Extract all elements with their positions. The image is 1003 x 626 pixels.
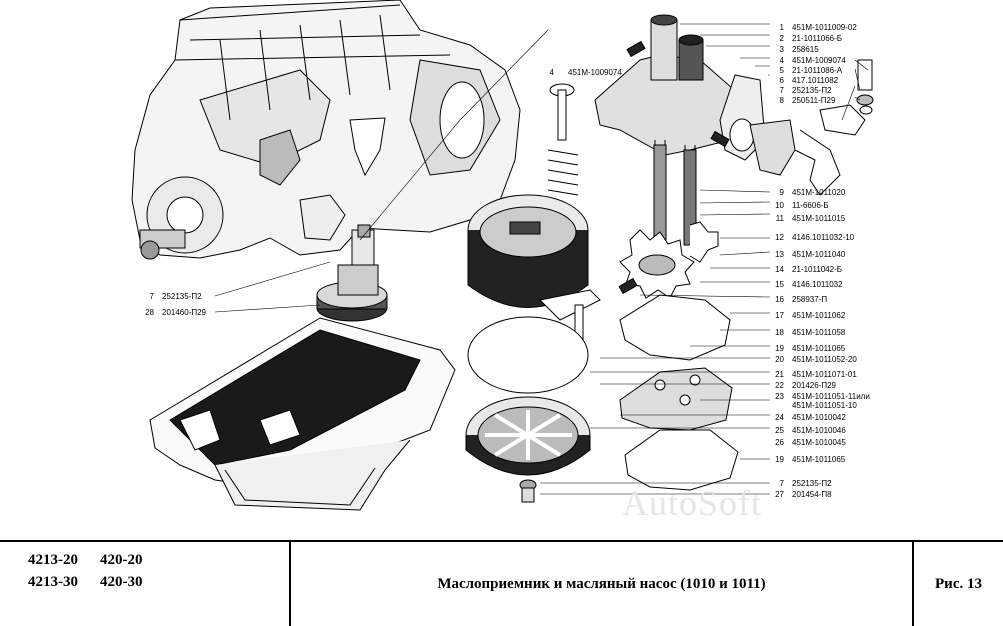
part-number: 13 — [775, 250, 784, 259]
spring-drawing — [547, 83, 579, 196]
part-code: 451М-1011065 — [792, 455, 846, 464]
drawing-title: Маслоприемник и масляный насос (1010 и 1… — [437, 575, 766, 592]
part-number: 15 — [775, 280, 784, 289]
part-code: 21-1011086-А — [792, 66, 843, 75]
part-code: 451М-1010042 — [792, 413, 846, 422]
part-code: 451М-1011051-11или — [792, 392, 870, 401]
figure-number: Рис. 13 — [935, 575, 982, 592]
part-number: 3 — [779, 45, 784, 54]
strainer-cover-drawing — [465, 396, 591, 503]
part-code: 451М-1011065 — [792, 344, 846, 353]
part-code: 21-1011042-Б — [792, 265, 843, 274]
part-code: 258615 — [792, 45, 819, 54]
part-code: 451М-1011009-02 — [792, 23, 857, 32]
part-number: 22 — [775, 381, 784, 390]
part-number: 23 — [775, 392, 784, 401]
part-number: 1 — [779, 23, 784, 32]
part-code: 252135-П2 — [792, 86, 832, 95]
title-cell: Маслоприемник и масляный насос (1010 и 1… — [291, 542, 914, 626]
part-code: 250511-П29 — [792, 96, 836, 105]
part-number: 18 — [775, 328, 784, 337]
part-number: 6 — [779, 76, 784, 85]
part-code: 201426-П29 — [792, 381, 837, 390]
part-code: 451М-1011058 — [792, 328, 846, 337]
left-part-code: 252135-П2 — [162, 292, 202, 301]
part-number: 11 — [775, 214, 784, 223]
part-number: 26 — [775, 438, 784, 447]
part-number: 27 — [775, 490, 784, 499]
part-code: 451М-1011051-10 — [792, 401, 857, 410]
model-code: 420-30 — [100, 574, 143, 590]
gasket-and-plates-drawing — [619, 294, 739, 491]
left-part-number: 7 — [149, 292, 154, 301]
part-code: 451М-1011020 — [792, 188, 846, 197]
inline-part-number: 4 — [549, 68, 554, 77]
strainer-body-drawing — [467, 194, 601, 346]
part-code: 451М-1010045 — [792, 438, 846, 447]
inline-part-code: 451М-1009074 — [568, 68, 622, 77]
part-number: 4 — [779, 56, 784, 65]
part-number: 21 — [775, 370, 784, 379]
part-number: 14 — [775, 265, 784, 274]
part-number: 19 — [775, 344, 784, 353]
part-number: 19 — [775, 455, 784, 464]
part-code: 451М-1011015 — [792, 214, 846, 223]
watermark: AutoSoft — [622, 483, 763, 523]
leader-lines — [214, 23, 869, 495]
oil-pump-on-engine — [316, 224, 388, 322]
part-number: 17 — [775, 311, 784, 320]
model-code: 4213-30 — [28, 574, 78, 590]
left-part-code: 201460-П29 — [162, 308, 207, 317]
part-code: 417.1011082 — [792, 76, 839, 85]
part-number: 12 — [775, 233, 784, 242]
oil-pump-housing-drawing — [594, 14, 741, 256]
part-number: 25 — [775, 426, 784, 435]
title-block: 4213-20 420-20 4213-30 420-30 Маслоприем… — [0, 540, 1003, 626]
part-number: 24 — [775, 413, 784, 422]
left-part-number: 28 — [145, 308, 154, 317]
strainer-mesh-drawing — [467, 316, 589, 394]
part-code: 201454-П8 — [792, 490, 832, 499]
model-code: 4213-20 — [28, 552, 78, 568]
part-code: 11-6606-Б — [792, 201, 829, 210]
part-number: 9 — [779, 188, 784, 197]
part-code: 258937-П — [792, 295, 828, 304]
exploded-parts-drawing — [131, 0, 874, 511]
figure-cell: Рис. 13 — [914, 542, 1003, 626]
part-code: 252135-П2 — [792, 479, 832, 488]
part-number: 7 — [779, 86, 784, 95]
part-code: 451М-1009074 — [792, 56, 846, 65]
part-code: 451М-1011040 — [792, 250, 846, 259]
part-code: 4146.1011032 — [792, 280, 843, 289]
part-code: 451М-1011062 — [792, 311, 846, 320]
part-number: 10 — [775, 201, 784, 210]
part-number: 5 — [779, 66, 784, 75]
part-number: 8 — [779, 96, 784, 105]
pump-gears-drawing — [618, 221, 719, 299]
part-code: 21-1011066-Б — [792, 34, 843, 43]
part-code: 451М-1011071-01 — [792, 370, 857, 379]
part-number: 2 — [779, 34, 784, 43]
engine-block-drawing — [131, 0, 521, 260]
part-number: 20 — [775, 355, 784, 364]
part-number: 16 — [775, 295, 784, 304]
valve-parts-drawing — [710, 59, 874, 196]
part-code: 451М-1010046 — [792, 426, 846, 435]
part-code: 451М-1011052-20 — [792, 355, 857, 364]
part-number: 7 — [779, 479, 784, 488]
part-code: 4146.1011032-10 — [792, 233, 855, 242]
model-code: 420-20 — [100, 552, 143, 568]
oil-pan-drawing — [149, 317, 456, 511]
model-cell: 4213-20 420-20 4213-30 420-30 — [0, 542, 291, 626]
